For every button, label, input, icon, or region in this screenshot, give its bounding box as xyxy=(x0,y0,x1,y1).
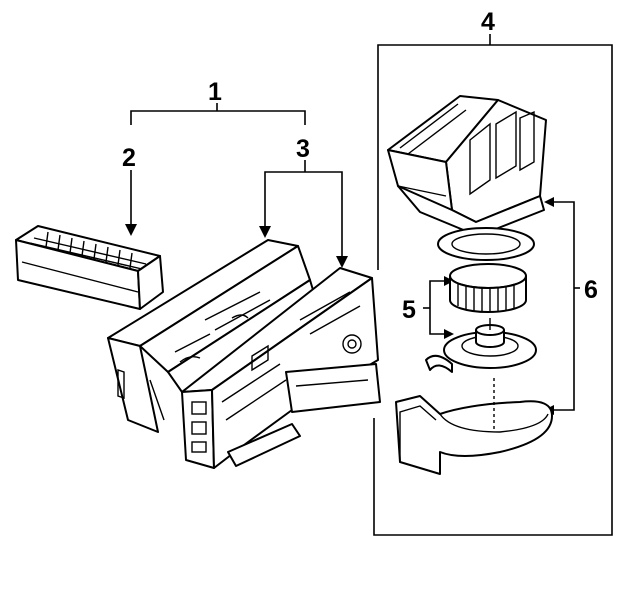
gasket-ring xyxy=(437,227,535,261)
heater-housing xyxy=(107,239,381,469)
callout-3: 3 xyxy=(296,135,310,163)
blower-case-upper xyxy=(387,95,547,237)
callout-1: 1 xyxy=(208,78,222,106)
blower-case-lower xyxy=(395,378,553,475)
air-filter xyxy=(15,225,164,310)
callout-6: 6 xyxy=(584,276,598,304)
blower-wheel xyxy=(449,263,527,313)
callout-4: 4 xyxy=(481,8,495,36)
blower-motor xyxy=(425,318,537,373)
callout-5: 5 xyxy=(402,296,416,324)
callout-2: 2 xyxy=(122,144,136,172)
